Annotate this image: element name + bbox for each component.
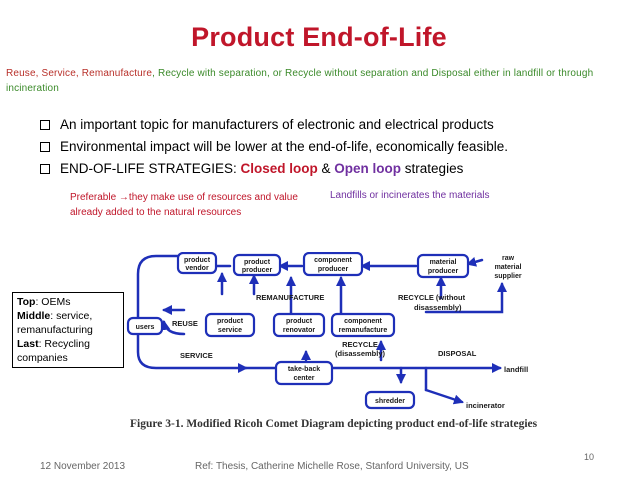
label-raw-3: supplier [494,273,522,280]
checkbox-bullet-icon [40,120,50,130]
preferable-rest: they make use of resources and value alr… [70,192,298,218]
label-product-renovator-2: renovator [283,327,316,334]
bullet-item: An important topic for manufacturers of … [40,116,630,134]
footer-date: 12 November 2013 [40,461,126,472]
slide-title: Product End-of-Life [191,22,447,52]
label-material-producer-1: material [430,259,457,266]
node-component-producer [302,252,364,277]
label-landfill: landfill [504,365,528,374]
label-component-remanufacture-2: remanufacture [339,327,388,334]
label-product-producer-2: producer [242,267,273,274]
label-disposal: DISPOSAL [438,349,477,358]
node-product-renovator [272,312,326,338]
figure-caption: Figure 3-1. Modified Ricoh Comet Diagram… [130,418,538,430]
strategies-label: END-OF-LIFE STRATEGIES [60,161,234,176]
label-material-producer-2: producer [428,268,459,275]
closed-loop-text: Closed loop [240,161,318,176]
node-product-producer [232,253,282,277]
right-arrow-icon: → [118,192,129,203]
label-component-remanufacture-1: component [344,318,382,325]
label-component-producer-1: component [314,257,352,264]
label-recycle-without-2: disassembly) [414,303,462,312]
label-product-service-2: service [218,327,242,334]
checkbox-bullet-icon [40,142,50,152]
label-product-service-1: product [217,318,244,325]
label-users: users [136,324,155,331]
label-take-back-1: take-back [288,366,320,373]
landfill-note: Landfills or incinerates the materials [330,190,490,201]
label-shredder: shredder [375,398,405,405]
label-incinerator: incinerator [466,401,505,410]
strategies-amp: & [317,161,335,176]
tier-legend-box: Top: OEMs Middle: service, remanufacturi… [12,292,124,368]
subtitle-part-2: , Recycle with separation, or Recycle wi… [6,68,594,94]
open-loop-text: Open loop [334,161,402,176]
node-take-back-center [274,360,334,386]
bullet-item: END-OF-LIFE STRATEGIES: Closed loop & Op… [40,160,630,178]
label-raw-2: material [495,264,522,271]
bullet-text: Environmental impact will be lower at th… [60,139,508,154]
label-recycle-without-1: RECYCLE (without [398,293,466,302]
node-material-producer [416,253,470,279]
node-component-remanufacture [330,312,396,338]
label-product-renovator-1: product [286,318,313,325]
node-product-vendor [176,252,218,275]
label-product-vendor-1: product [184,257,211,264]
label-recycle-2: (disassembly) [335,349,386,358]
node-users [126,316,164,336]
slide-subtitle: Reuse, Service, Remanufacture, Recycle w… [6,66,632,96]
checkbox-bullet-icon [40,164,50,174]
label-remanufacture: REMANUFACTURE [256,293,324,302]
label-reuse: REUSE [172,319,198,328]
preferable-note: Preferable →they make use of resources a… [70,190,315,220]
subtitle-part-1: Reuse, Service, Remanufacture [6,68,153,79]
tier-top: Top: OEMs [17,296,71,308]
page-number: 10 [584,452,595,462]
footer-reference: Ref: Thesis, Catherine Michelle Rose, St… [195,461,469,472]
preferable-word: Preferable [70,192,119,203]
node-shredder [364,390,416,410]
bullet-item: Environmental impact will be lower at th… [40,138,630,156]
label-product-vendor-2: vendor [185,265,209,272]
node-product-service [204,312,256,338]
label-service: SERVICE [180,351,213,360]
tier-middle: Middle: service, remanufacturing [17,310,93,336]
ricoh-comet-diagram: product vendor product producer componen… [126,252,528,410]
label-raw-1: raw [502,255,515,262]
label-product-producer-1: product [244,259,271,266]
label-component-producer-2: producer [318,266,349,273]
strategies-suffix: strategies [401,161,464,176]
tier-last: Last: Recycling companies [17,338,90,364]
bullet-list: An important topic for manufacturers of … [40,116,630,182]
strategies-colon: : [233,161,241,176]
bullet-text: An important topic for manufacturers of … [60,117,494,132]
label-recycle-1: RECYCLE [342,340,378,349]
label-take-back-2: center [293,375,314,382]
